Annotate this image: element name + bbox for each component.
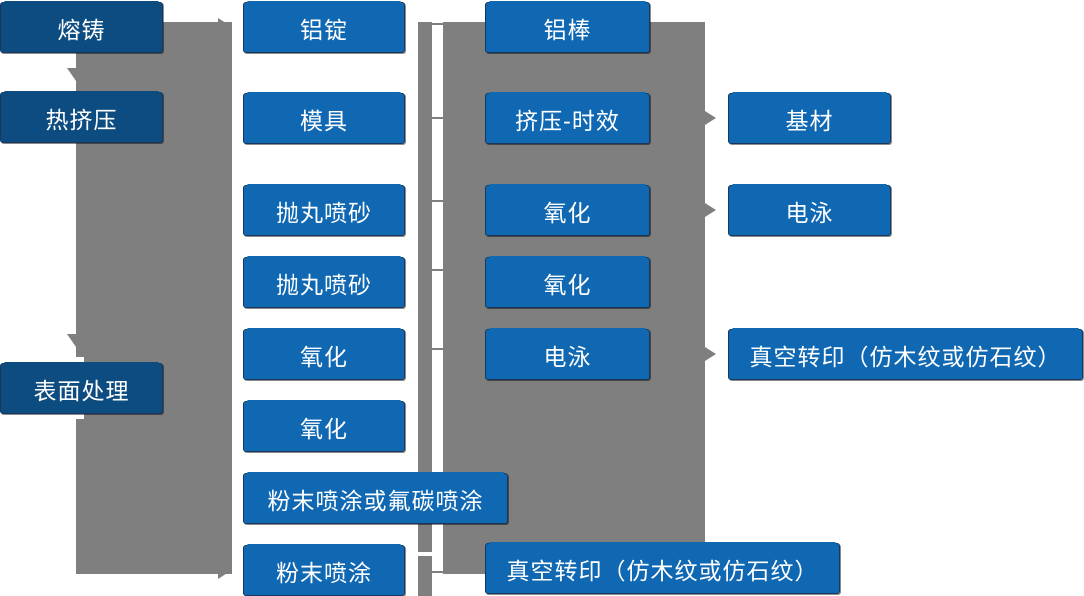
output-box-1[interactable]: 基材 bbox=[728, 92, 891, 144]
box-highlight bbox=[4, 91, 159, 94]
box-highlight bbox=[732, 92, 887, 95]
input-box-7-label: 粉末喷涂或氟碳喷涂 bbox=[267, 487, 484, 514]
input-box-3-label: 抛丸喷砂 bbox=[276, 199, 372, 226]
stage-box-3[interactable]: 表面处理 bbox=[0, 362, 163, 414]
box-highlight bbox=[489, 542, 836, 545]
input-box-8-label: 粉末喷涂 bbox=[276, 559, 372, 586]
input-box-6-label: 氧化 bbox=[300, 415, 348, 442]
arrow-to-out-1 bbox=[705, 111, 716, 125]
input-box-1-label: 铝锭 bbox=[300, 16, 348, 43]
arrow-to-in-6 bbox=[218, 417, 232, 435]
box-highlight bbox=[247, 1, 401, 4]
box-highlight bbox=[489, 256, 646, 259]
output-box-3[interactable]: 真空转印（仿木纹或仿石纹） bbox=[728, 328, 1083, 380]
output-box-2[interactable]: 电泳 bbox=[728, 184, 891, 236]
input-box-2[interactable]: 模具 bbox=[243, 92, 405, 144]
stage-box-2-label: 热挤压 bbox=[45, 106, 118, 133]
process-box-1[interactable]: 铝棒 bbox=[485, 1, 650, 53]
process-box-4[interactable]: 氧化 bbox=[485, 256, 650, 308]
arrow-stage-1-to-2 bbox=[67, 68, 85, 81]
arrow-to-in-3 bbox=[218, 201, 232, 219]
process-box-5-label: 电泳 bbox=[543, 343, 592, 370]
stem-stage-3 bbox=[163, 387, 185, 390]
arrow-to-in-5 bbox=[218, 345, 232, 363]
box-highlight bbox=[4, 1, 159, 4]
process-box-3-label: 氧化 bbox=[543, 199, 592, 226]
box-highlight bbox=[247, 328, 401, 331]
box-highlight bbox=[489, 328, 646, 331]
arrow-to-in-8 bbox=[218, 561, 232, 579]
arrow-to-in-2 bbox=[218, 109, 232, 127]
process-box-4-label: 氧化 bbox=[543, 271, 592, 298]
stage-box-2[interactable]: 热挤压 bbox=[0, 91, 163, 143]
output-box-2-label: 电泳 bbox=[785, 199, 834, 226]
process-box-2-label: 挤压-时效 bbox=[515, 107, 620, 134]
arrow-to-in-4 bbox=[218, 273, 232, 291]
stage-box-1-label: 熔铸 bbox=[57, 16, 106, 43]
output-box-3-label: 真空转印（仿木纹或仿石纹） bbox=[749, 343, 1062, 370]
box-highlight bbox=[489, 184, 646, 187]
input-box-7[interactable]: 粉末喷涂或氟碳喷涂 bbox=[243, 472, 508, 524]
box-highlight bbox=[247, 472, 504, 475]
process-box-6[interactable]: 真空转印（仿木纹或仿石纹） bbox=[485, 542, 840, 594]
stage-box-1[interactable]: 熔铸 bbox=[0, 1, 163, 53]
input-box-5[interactable]: 氧化 bbox=[243, 328, 405, 380]
input-box-4-label: 抛丸喷砂 bbox=[276, 271, 372, 298]
arrow-to-out-3 bbox=[705, 347, 716, 361]
box-highlight bbox=[247, 544, 401, 547]
box-highlight bbox=[4, 362, 159, 365]
arrow-to-out-2 bbox=[705, 203, 716, 217]
stage-box-3-label: 表面处理 bbox=[33, 377, 130, 404]
box-highlight bbox=[247, 184, 401, 187]
process-box-1-label: 铝棒 bbox=[543, 16, 592, 43]
output-box-1-label: 基材 bbox=[785, 107, 834, 134]
input-box-5-label: 氧化 bbox=[300, 343, 348, 370]
input-box-8[interactable]: 粉末喷涂 bbox=[243, 544, 405, 596]
box-highlight bbox=[247, 92, 401, 95]
process-box-5[interactable]: 电泳 bbox=[485, 328, 650, 380]
process-box-3[interactable]: 氧化 bbox=[485, 184, 650, 236]
box-highlight bbox=[489, 1, 646, 4]
arrow-stage-2-to-3 bbox=[67, 334, 85, 347]
input-box-6[interactable]: 氧化 bbox=[243, 400, 405, 452]
connector-bar-input-to-process bbox=[418, 22, 432, 552]
box-highlight bbox=[732, 328, 1079, 331]
process-box-6-label: 真空转印（仿木纹或仿石纹） bbox=[506, 557, 819, 584]
box-highlight bbox=[247, 256, 401, 259]
box-highlight bbox=[247, 400, 401, 403]
input-box-2-label: 模具 bbox=[300, 107, 348, 134]
input-box-3[interactable]: 抛丸喷砂 bbox=[243, 184, 405, 236]
arrow-to-in-1 bbox=[218, 18, 232, 36]
input-box-1[interactable]: 铝锭 bbox=[243, 1, 405, 53]
box-highlight bbox=[732, 184, 887, 187]
arrow-to-in-7 bbox=[218, 489, 232, 507]
box-highlight bbox=[489, 92, 646, 95]
process-box-2[interactable]: 挤压-时效 bbox=[485, 92, 650, 144]
connector-bar-input-to-process-lower bbox=[418, 556, 432, 596]
input-box-4[interactable]: 抛丸喷砂 bbox=[243, 256, 405, 308]
